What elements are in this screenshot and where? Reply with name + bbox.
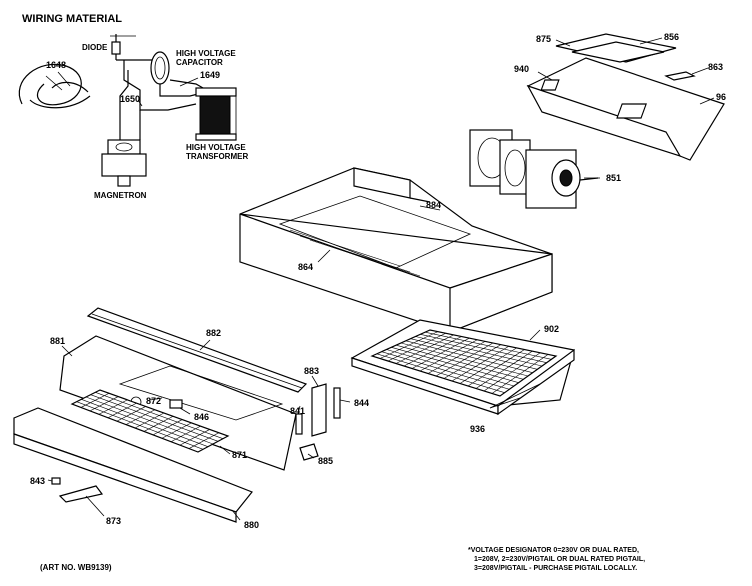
callout-872: 872 [146,396,161,406]
callout-1649: 1649 [200,70,220,80]
callout-871: 871 [232,450,247,460]
callout-841: 841 [290,406,305,416]
top-plates-group [526,33,725,161]
grille-936-line [475,350,533,389]
callout-883: 883 [304,366,319,376]
grille-871-line [170,425,201,442]
callout-863: 863 [708,62,723,72]
magnetron-label: MAGNETRON [94,191,147,200]
main-housing-884 [239,167,553,333]
grille-871-line [107,402,137,418]
grille-936 [370,329,558,397]
transformer-label-2: TRANSFORMER [186,152,248,161]
part-841 [295,413,303,435]
grille-871-line [152,419,183,436]
callout-96: 96 [716,92,726,102]
grille-871-line [134,412,165,429]
blower-assembly-851 [469,129,599,209]
grille-871-line [125,409,155,425]
grille-936-line [491,354,549,394]
callout-940: 940 [514,64,529,74]
callout-846: 846 [194,412,209,422]
grille-936-line [459,347,517,384]
grille-936-line [427,341,486,374]
callout-882: 882 [206,328,221,338]
diode-symbol [111,41,121,55]
part-844 [333,387,341,419]
grille-936-line [411,337,470,369]
grille-871-line [143,416,174,432]
callout-936: 936 [470,424,485,434]
grille-936-line [483,352,541,392]
grille-871-line [89,396,119,412]
grille-936-line [435,342,494,377]
callout-873: 873 [106,516,121,526]
grille-871-line [80,393,110,408]
callout-843: 843 [30,476,45,486]
control-panel-881 [59,335,297,471]
capacitor-label-2: CAPACITOR [176,58,223,67]
magnetron-top [107,139,141,155]
part-885 [299,443,319,461]
grille-871-line [116,406,146,422]
grille-936-line [403,336,462,367]
high-voltage-transformer [199,93,231,137]
footnote-line-3: 3=208V/PIGTAIL - PURCHASE PIGTAIL LOCALL… [474,565,637,572]
vent-grille-871 [70,389,230,453]
callout-1650: 1650 [120,94,140,104]
callout-labels: 875 856 940 863 96 851 884 864 1649 1648… [30,32,726,530]
trim-strip-882 [86,307,308,393]
leader-lines [47,37,715,521]
footnote-line-1: *VOLTAGE DESIGNATOR 0=230V OR DUAL RATED… [468,547,639,554]
small-parts [51,383,341,503]
grille-871-line [188,432,219,449]
callout-884: 884 [426,200,441,210]
part-883 [311,383,327,437]
grille-936-line [379,331,439,359]
grille-936-line [451,345,509,382]
callout-851: 851 [606,173,621,183]
callout-856: 856 [664,32,679,42]
callout-875: 875 [536,34,551,44]
callout-885: 885 [318,456,333,466]
voltage-footnote: *VOLTAGE DESIGNATOR 0=230V OR DUAL RATED… [468,547,645,572]
grille-871-line [179,429,210,446]
magnetron-body [101,153,147,177]
callout-881: 881 [50,336,65,346]
grille-936-line [443,344,502,379]
part-863 [664,71,696,81]
grille-936-line [387,332,446,362]
wiring-schematic [18,34,237,187]
grille-936-line [467,349,525,387]
grille-936-line [395,334,454,364]
footnote-line-2: 1=208V, 2=230V/PIGTAIL OR DUAL RATED PIG… [474,556,645,563]
diagram-title: WIRING MATERIAL [22,13,122,25]
callout-864: 864 [298,262,313,272]
part-843 [51,477,61,485]
callout-844: 844 [354,398,369,408]
wire-harness-1648 [18,63,82,106]
capacitor-label-1: HIGH VOLTAGE [176,49,236,58]
callout-1648: 1648 [46,60,66,70]
transformer-label-1: HIGH VOLTAGE [186,143,246,152]
grille-936-line [419,339,478,372]
grille-871-line [98,399,128,415]
handle-873 [58,485,104,503]
grille-871-line [161,422,192,439]
art-number: (ART NO. WB9139) [40,563,112,572]
diode-label: DIODE [82,43,108,52]
callout-880: 880 [244,520,259,530]
callout-902: 902 [544,324,559,334]
front-cover-880 [13,407,253,523]
